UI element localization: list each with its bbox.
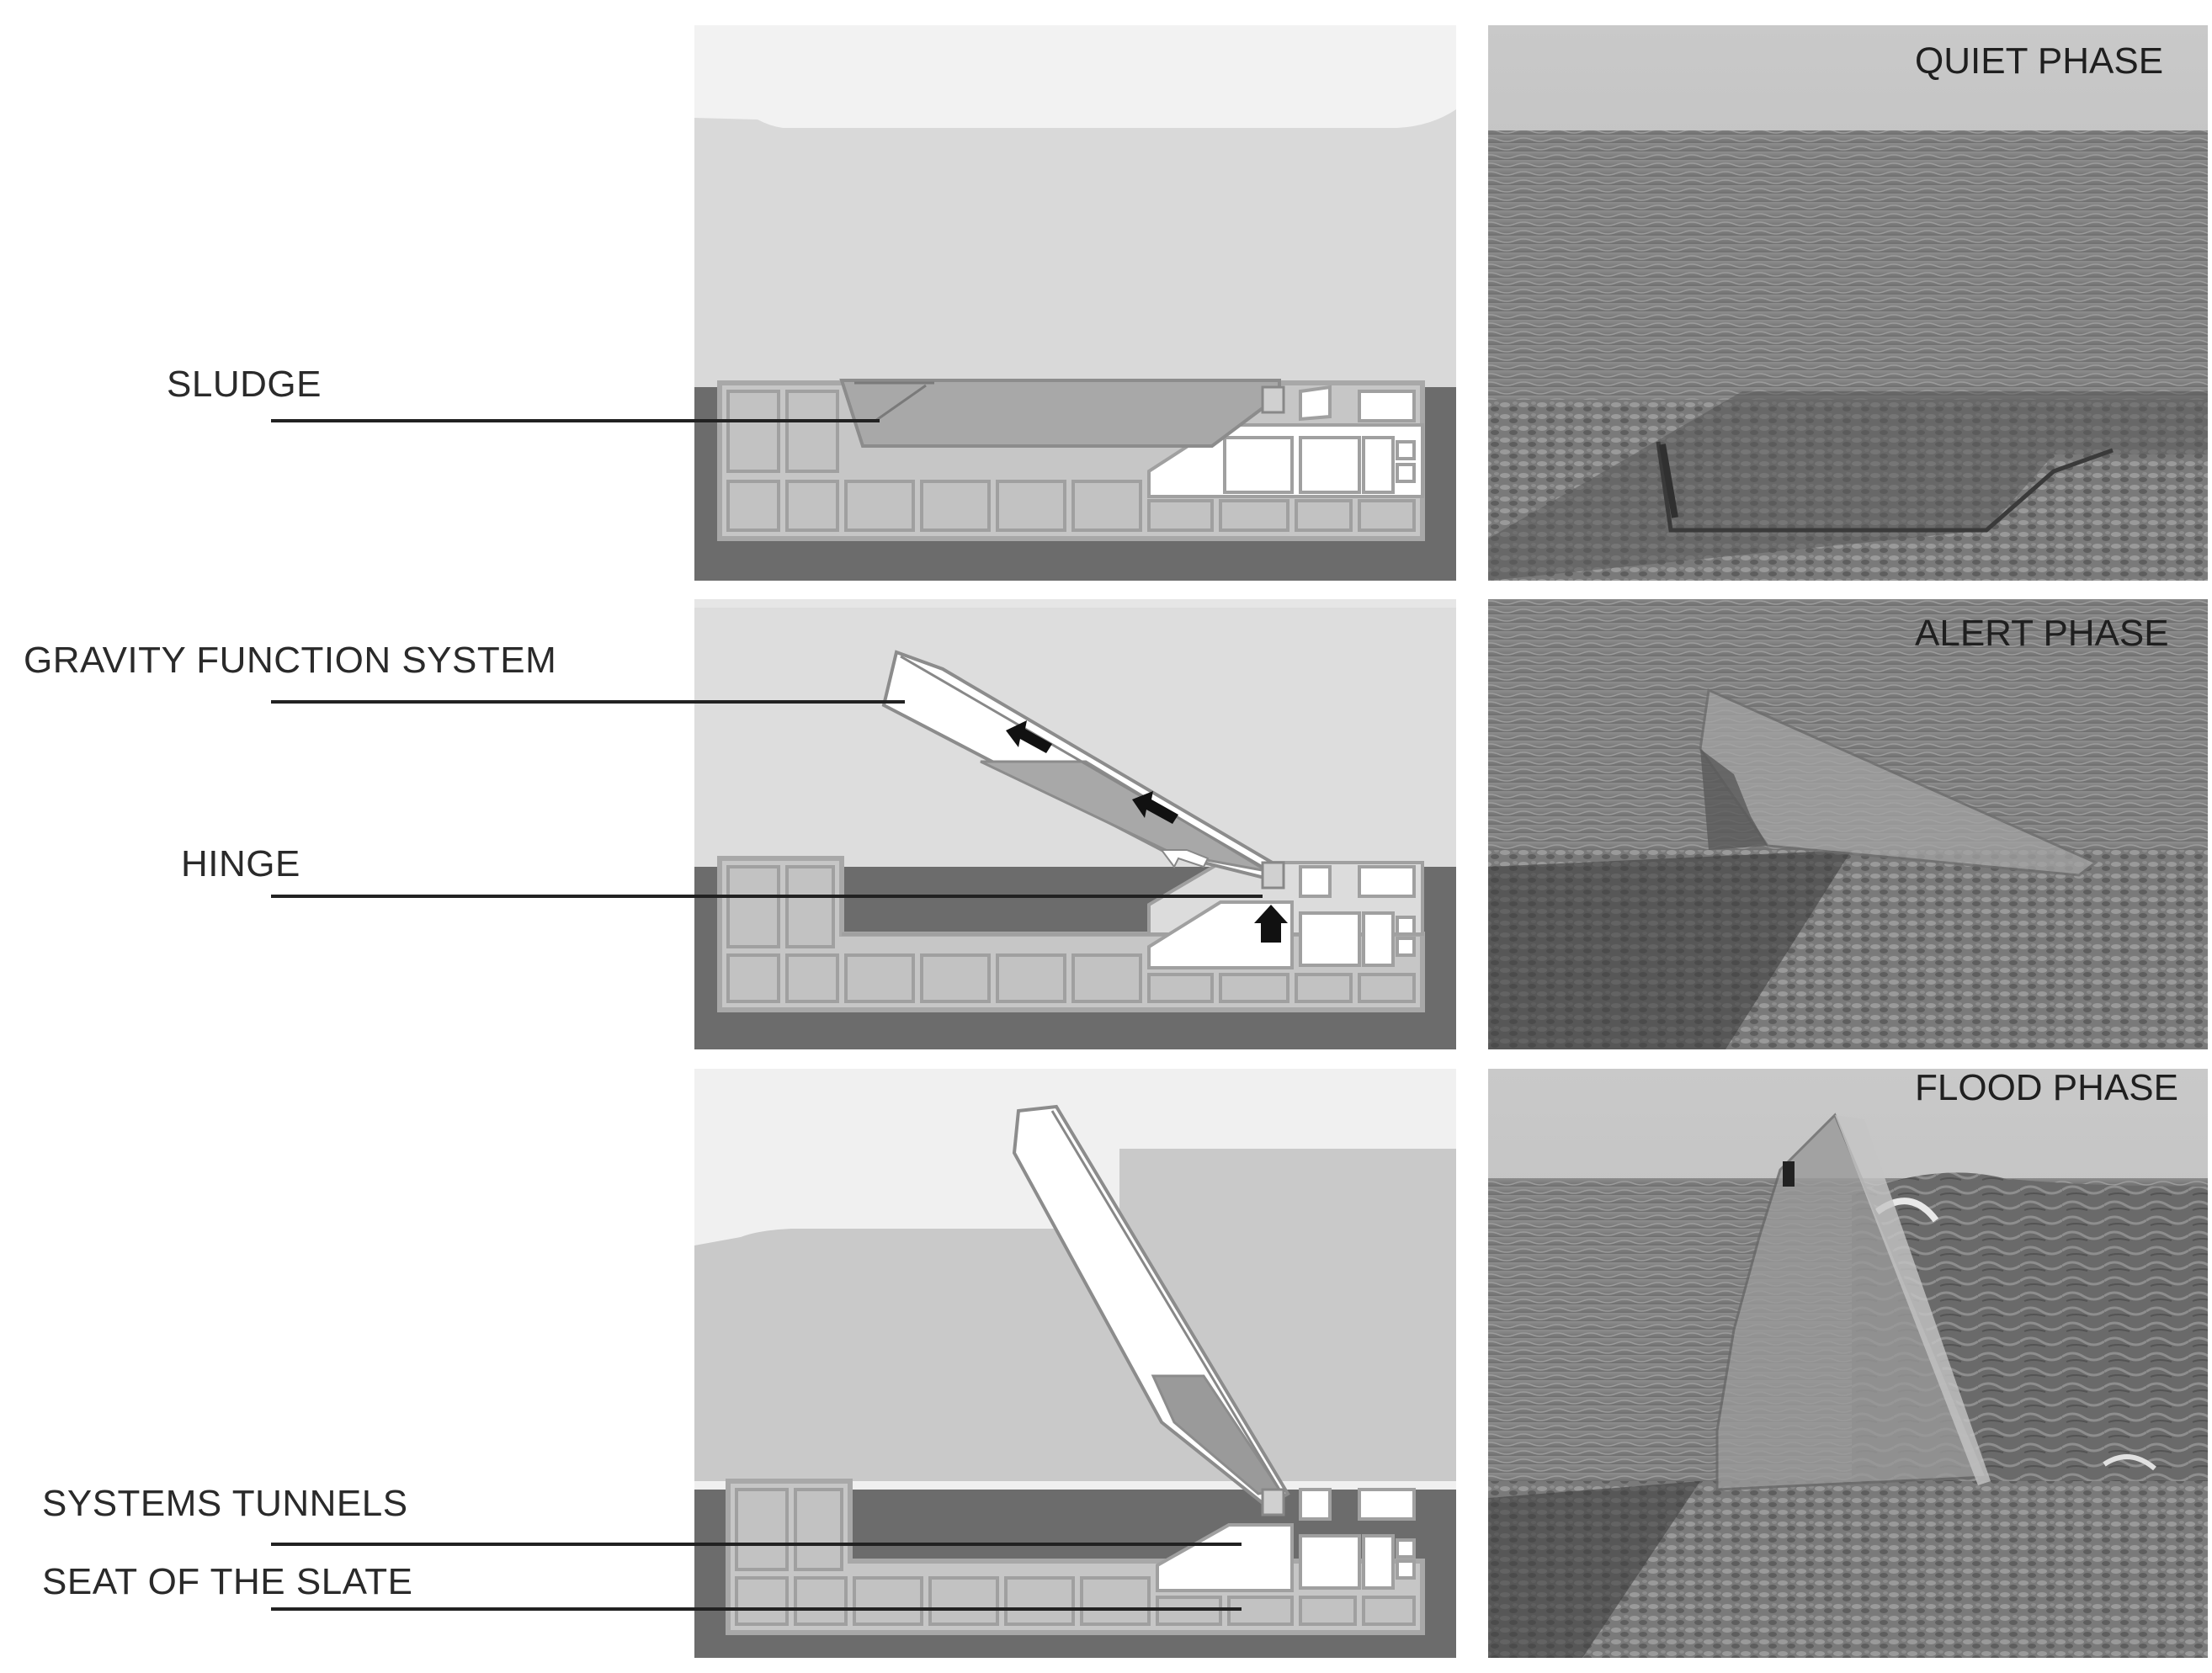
phase-label-quiet: QUIET PHASE [1915,40,2164,82]
leader-lines [271,419,1263,1611]
callout-sludge: SLUDGE [167,364,322,405]
section-panel-flood [694,1069,1456,1658]
photo-panel-flood [1488,1069,2208,1658]
callout-seat-of-the-slate: SEAT OF THE SLATE [42,1561,413,1602]
phase-label-alert: ALERT PHASE [1915,613,2169,654]
section-panel-alert [694,599,1456,1049]
callout-gravity-function-system: GRAVITY FUNCTION SYSTEM [24,640,557,681]
callout-systems-tunnels: SYSTEMS TUNNELS [42,1483,408,1524]
photo-panel-alert [1488,599,2208,1049]
section-panel-quiet [694,25,1456,581]
callout-hinge: HINGE [181,843,300,884]
phase-label-flood: FLOOD PHASE [1915,1067,2178,1108]
photo-panel-quiet [1488,25,2208,581]
